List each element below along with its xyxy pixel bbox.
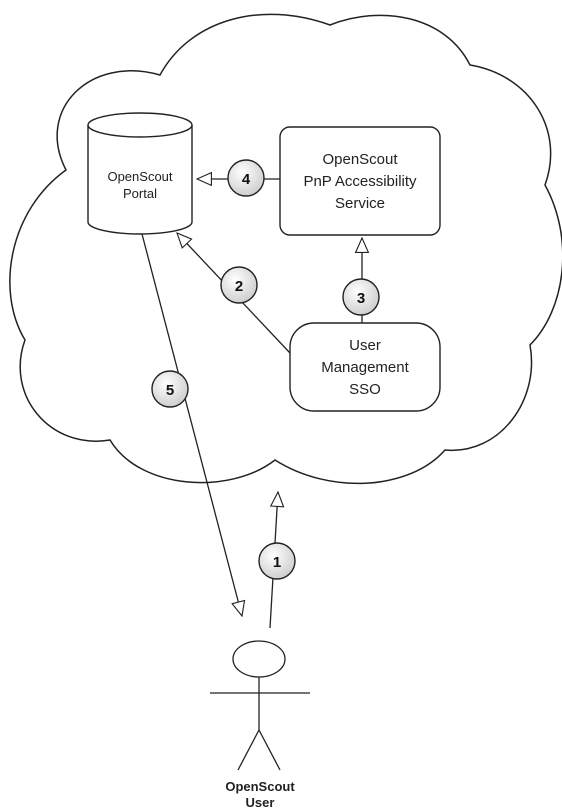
step-badge-1: 1 [258, 542, 296, 580]
user-management-label-line1: User [349, 337, 381, 354]
step-badge-3: 3 [342, 278, 380, 316]
accessibility-service-box [279, 126, 441, 236]
cloud-boundary [9, 13, 562, 485]
step-label-3: 3 [357, 290, 365, 307]
portal-database-icon [87, 112, 193, 235]
step-badge-4: 4 [227, 159, 265, 197]
connector-5 [141, 233, 242, 616]
accessibility-label-line2: PnP Accessibility [303, 173, 417, 190]
user-management-box [289, 322, 441, 412]
portal-label: OpenScout Portal [90, 168, 190, 202]
step-label-5: 5 [166, 382, 174, 399]
step-label-2: 2 [235, 278, 243, 295]
portal-label-line1: OpenScout [107, 169, 173, 184]
actor-label-line1: OpenScout [225, 779, 295, 794]
user-actor-icon [210, 640, 310, 771]
step-label-4: 4 [242, 171, 251, 188]
actor-label: OpenScout User [200, 779, 320, 811]
accessibility-service-label: OpenScout PnP Accessibility Service [280, 149, 440, 215]
actor-label-line2: User [245, 795, 275, 810]
accessibility-label-line1: OpenScout [322, 151, 398, 168]
user-management-label: User Management SSO [290, 335, 440, 401]
user-management-label-line3: SSO [349, 381, 381, 398]
portal-label-line2: Portal [123, 186, 157, 201]
step-badge-5: 5 [151, 370, 189, 408]
step-label-1: 1 [273, 554, 281, 571]
user-management-label-line2: Management [321, 359, 409, 376]
accessibility-label-line3: Service [334, 195, 386, 212]
step-badge-2: 2 [220, 266, 258, 304]
